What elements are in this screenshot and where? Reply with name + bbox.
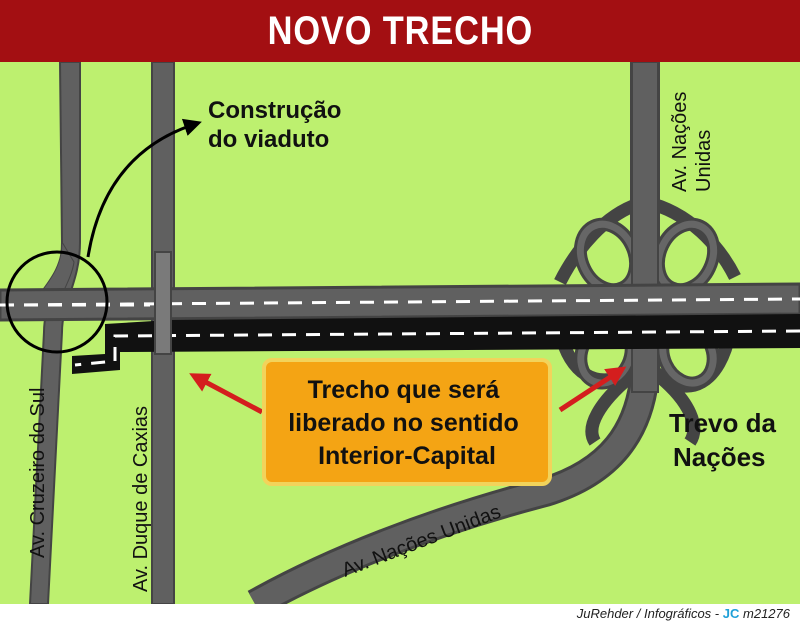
jc-logo-icon: JC	[722, 606, 740, 621]
credit-code: m21276	[743, 606, 790, 621]
red-arrow-left	[189, 373, 264, 415]
road-nacoes-diagonal-surface	[249, 62, 657, 604]
construction-highlight-circle	[5, 250, 109, 354]
label-av-nacoes-vertical: Av. Nações Unidas	[669, 86, 715, 192]
callout-box: Trecho que será liberado no sentido Inte…	[262, 358, 552, 486]
viaduct-deck	[154, 251, 172, 355]
red-arrow-right	[558, 366, 627, 413]
construction-pointer-arrow	[86, 118, 202, 258]
header-banner: NOVO TRECHO	[0, 0, 800, 62]
page-title: NOVO TRECHO	[267, 8, 533, 53]
label-construcao: Construção do viaduto	[208, 97, 348, 153]
credit-separator: /	[636, 606, 641, 621]
road-new-stretch	[72, 314, 800, 374]
label-av-cruzeiro-do-sul: Av. Cruzeiro do Sul	[27, 388, 49, 558]
label-trevo: Trevo da Nações	[669, 408, 783, 472]
road-highway-upper	[0, 282, 800, 322]
credit-section: Infográficos -	[643, 606, 720, 621]
credit-author: JuRehder	[576, 606, 634, 621]
credit-line: JuRehder / Infográficos - JC m21276	[577, 606, 790, 621]
callout-text: Trecho que será liberado no sentido Inte…	[288, 376, 526, 470]
road-map: Construção do viaduto Av. Nações Unidas …	[0, 62, 800, 604]
label-av-duque-de-caxias: Av. Duque de Caxias	[130, 406, 152, 592]
lane-marking-new-stretch	[74, 329, 800, 367]
footer: JuRehder / Infográficos - JC m21276	[0, 604, 800, 625]
